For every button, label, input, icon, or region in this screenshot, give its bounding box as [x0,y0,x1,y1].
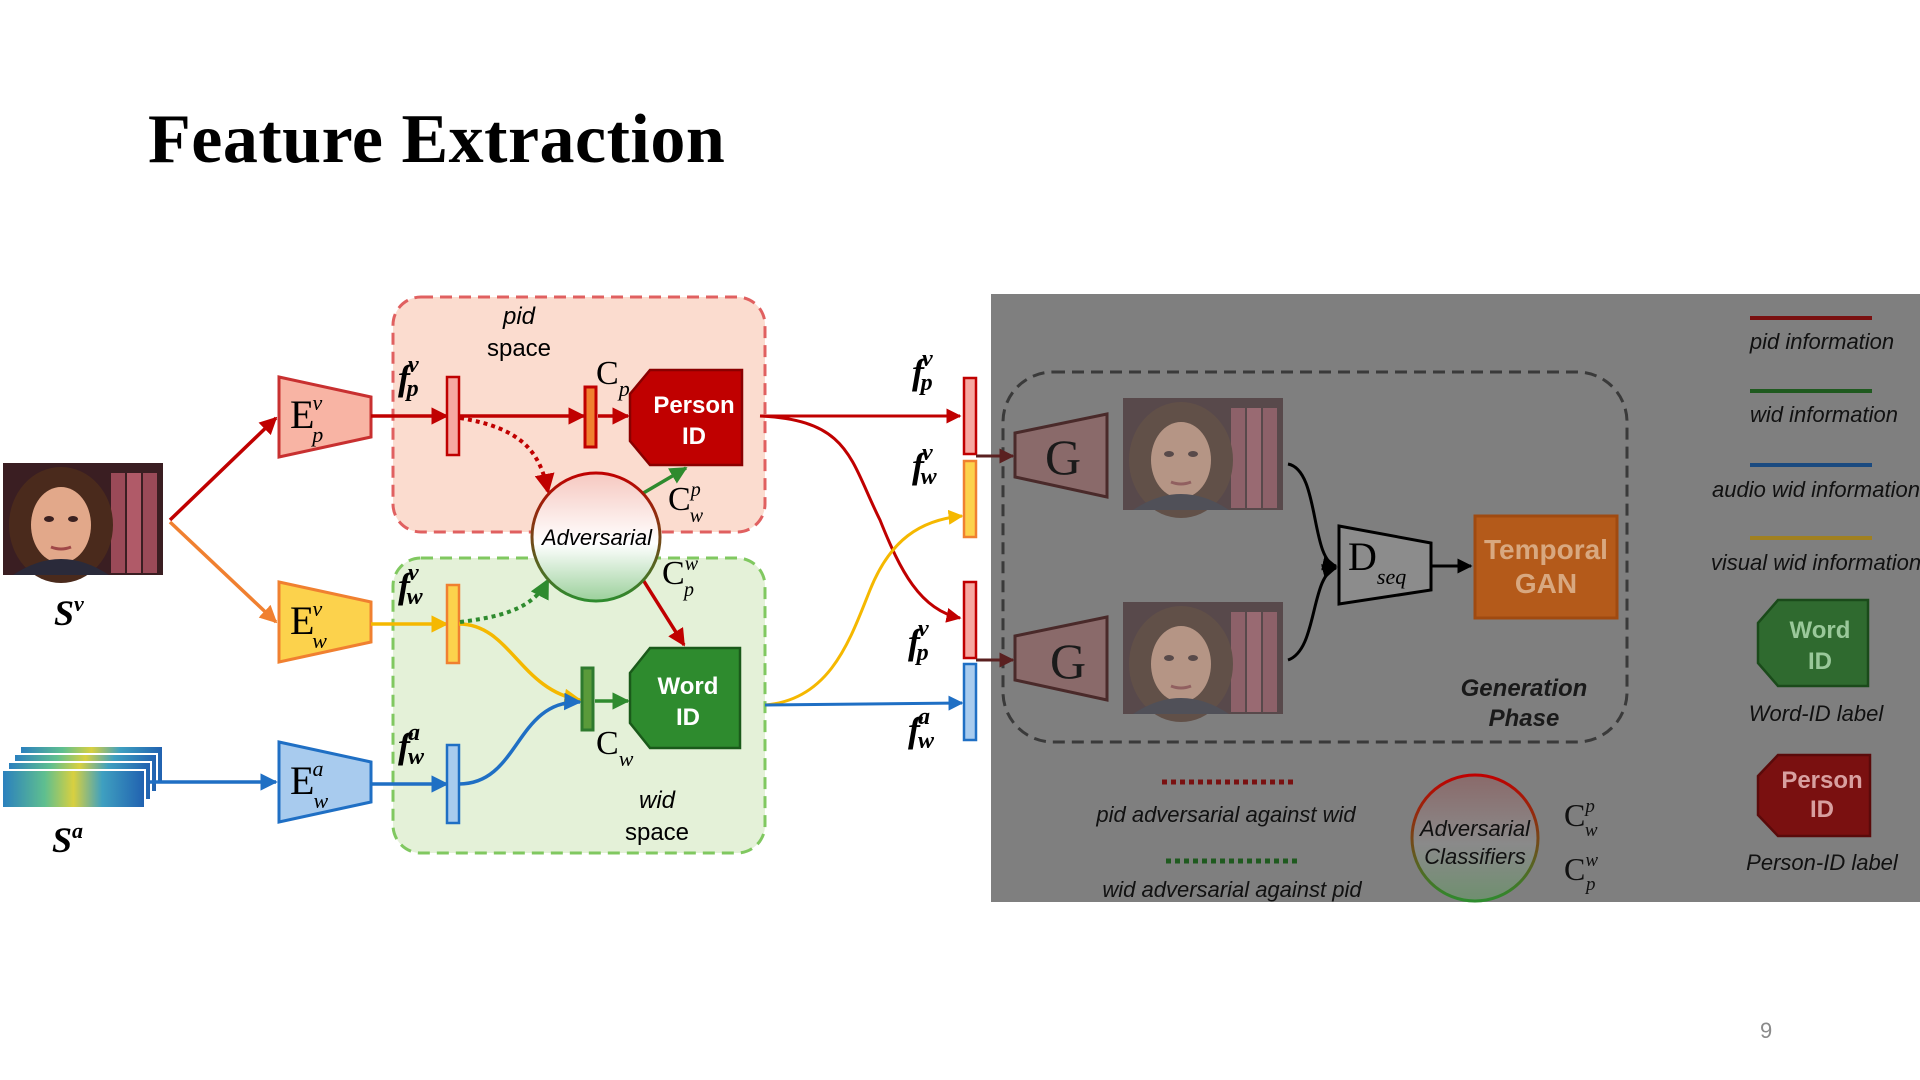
right-bar-fpv-top [962,376,978,456]
person-id-block [628,368,744,467]
route-fpv-bottom [759,414,962,623]
legend-word-id-block [1756,598,1870,688]
arrow-adv-to-word-id [638,574,686,647]
legend-text-pid: pid information [1749,329,1894,354]
feature-bar-fwa [445,743,461,825]
legend-adversarial-text-1: Adversarial [1418,816,1531,841]
classifier-label-cp: Cp [596,355,630,401]
page-number: 9 [1760,1018,1773,1043]
arrow-face-top-to-dseq [1287,462,1338,571]
arrow-face-bottom-to-dseq [1287,564,1338,662]
generation-phase-label-2: Phase [1489,705,1560,732]
right-bar-fwa-bottom [962,662,978,742]
adversarial-label: Adversarial [540,525,653,550]
route-fwa-bottom [764,695,964,711]
feature-bar-fwv [445,583,461,665]
legend-text-wid-adversarial: wid adversarial against pid [1102,877,1362,902]
encoder-ep [277,375,373,459]
generator-bottom [1013,615,1109,702]
classifier-label-cw: Cw [596,725,634,771]
encoder-ewa [277,740,373,824]
legend-adversarial-circle [1410,773,1540,903]
legend-text-visual: visual wid information [1711,550,1920,575]
generator-top [1013,412,1109,499]
arrow-sv-to-ep [168,416,278,522]
temporal-gan-label-2: GAN [1515,568,1577,599]
visual-input-label: Sv [54,591,84,633]
word-id-text-1: Word [658,673,719,700]
audio-spectrogram-stack [1,745,164,809]
legend-text-word-id-label: Word-ID label [1749,701,1885,726]
wid-space-label: wid [639,787,676,814]
classifier-bar-cw [580,666,595,732]
person-id-text-2: ID [682,423,706,450]
legend-person-id-block [1756,753,1872,838]
pid-space-label: pid [502,303,536,330]
feature-bar-fpv [445,375,461,457]
legend-adversarial-text-2: Classifiers [1424,844,1525,869]
discriminator-label: Dseq [1348,534,1406,589]
temporal-gan-label-1: Temporal [1484,534,1608,565]
audio-input-label: Sa [52,818,83,860]
legend-text-pid-adversarial: pid adversarial against wid [1095,802,1356,827]
classifier-bar-cp [583,385,598,449]
person-id-text-1: Person [653,392,734,419]
legend-person-id-text-2: ID [1810,796,1834,823]
legend-text-person-id-label: Person-ID label [1746,850,1899,875]
generated-face-top [1121,396,1285,520]
generation-phase-label-1: Generation [1461,675,1588,702]
right-bar-fpv-bottom [962,580,978,660]
pid-space-label-2: space [487,335,551,362]
legend-word-id-text-1: Word [1790,617,1851,644]
arrow-fwv-adversarial [459,578,550,624]
discriminator-dseq [1337,524,1433,606]
slide-title: Feature Extraction [148,101,726,178]
arrow-sv-to-ewv [168,520,278,624]
wid-space-label-2: space [625,819,689,846]
arrow-fwv-to-cw [458,622,582,707]
generator-top-label: G [1045,429,1081,485]
encoder-ewv [277,580,373,664]
word-id-block [628,646,742,750]
arrow-fpv-adversarial [459,416,555,494]
adversarial-circle [530,471,662,603]
arrow-adv-to-cwp [639,466,688,497]
legend-text-audio: audio wid information [1712,477,1920,502]
arrow-fwa-to-cw [458,692,582,786]
generated-face-bottom [1121,600,1285,724]
legend-text-wid: wid information [1750,402,1898,427]
visual-input-image [1,461,165,585]
word-id-text-2: ID [676,704,700,731]
temporal-gan-block [1473,514,1619,620]
legend-person-id-text-1: Person [1781,767,1862,794]
right-bar-fwv-top [962,459,978,539]
route-fwv-top [764,509,964,707]
generator-bottom-label: G [1050,633,1086,689]
legend-word-id-text-2: ID [1808,648,1832,675]
